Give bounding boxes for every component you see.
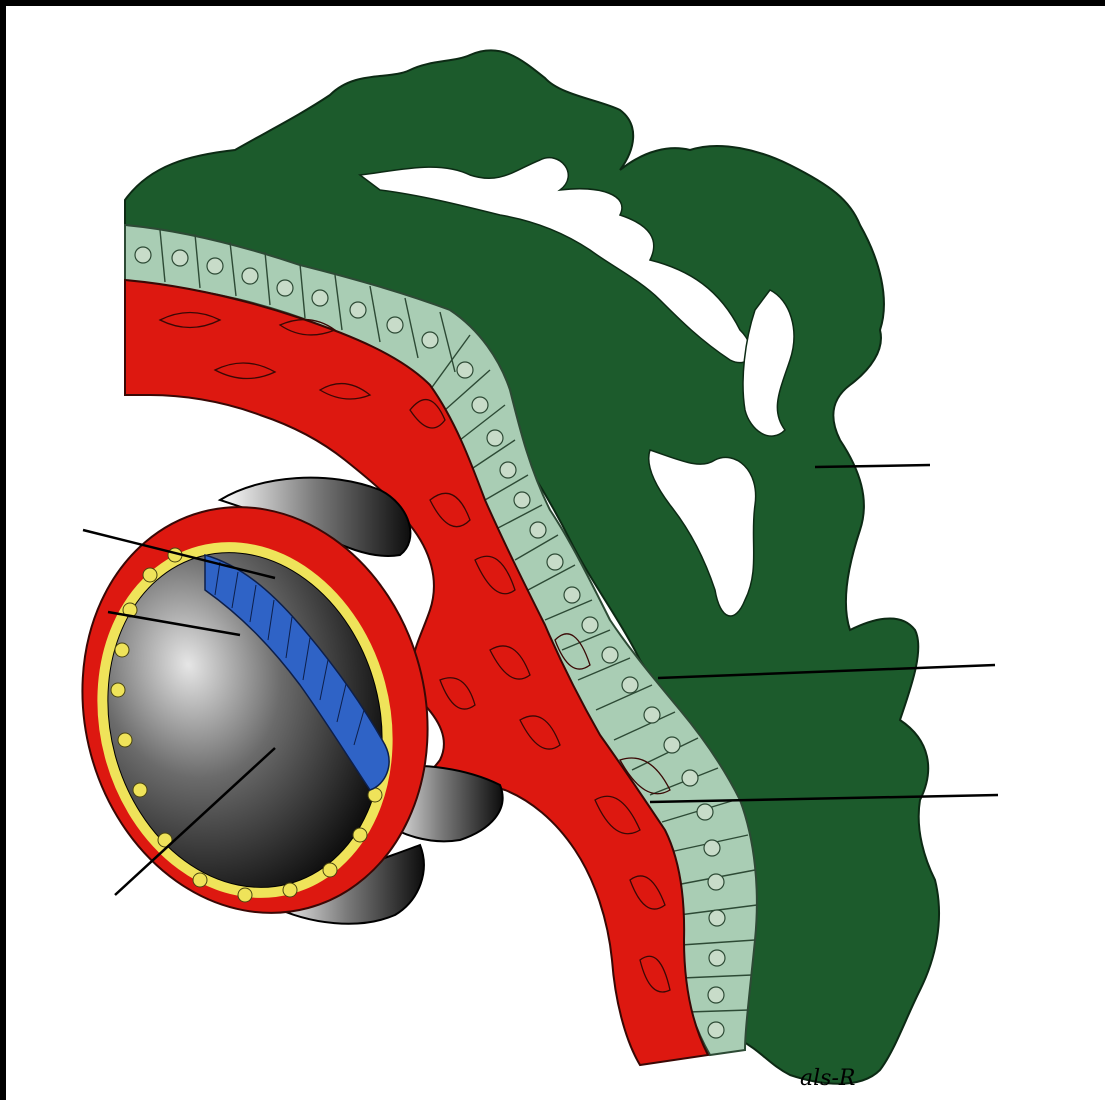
frame-top: [0, 0, 1105, 6]
frame-left: [0, 0, 6, 1100]
artist-signature: als-R: [800, 1066, 855, 1091]
